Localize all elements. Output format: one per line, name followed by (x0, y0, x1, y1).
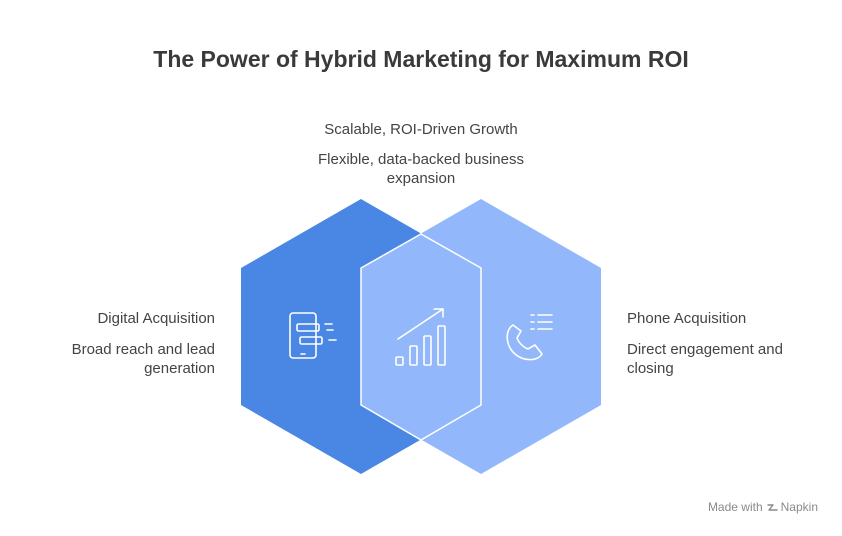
overlap-region (360, 233, 482, 441)
footer-credit: Made with Napkin (708, 500, 818, 514)
center-heading: Scalable, ROI-Driven Growth (324, 121, 518, 138)
right-description: Direct engagement and closing (627, 341, 783, 377)
page-title: The Power of Hybrid Marketing for Maximu… (153, 46, 689, 72)
brand-label: Napkin (780, 500, 818, 514)
napkin-brand: Napkin (766, 500, 818, 514)
left-description: Broad reach and lead generation (71, 341, 215, 377)
left-heading: Digital Acquisition (97, 310, 215, 327)
growth-chart-icon (395, 308, 446, 366)
made-with-label: Made with (707, 500, 763, 514)
phone-list-icon (506, 314, 553, 361)
mobile-chat-icon (289, 312, 337, 359)
right-heading: Phone Acquisition (627, 310, 747, 327)
napkin-logo-icon (766, 503, 778, 511)
center-description: Flexible, data-backed business expansion (318, 151, 524, 187)
